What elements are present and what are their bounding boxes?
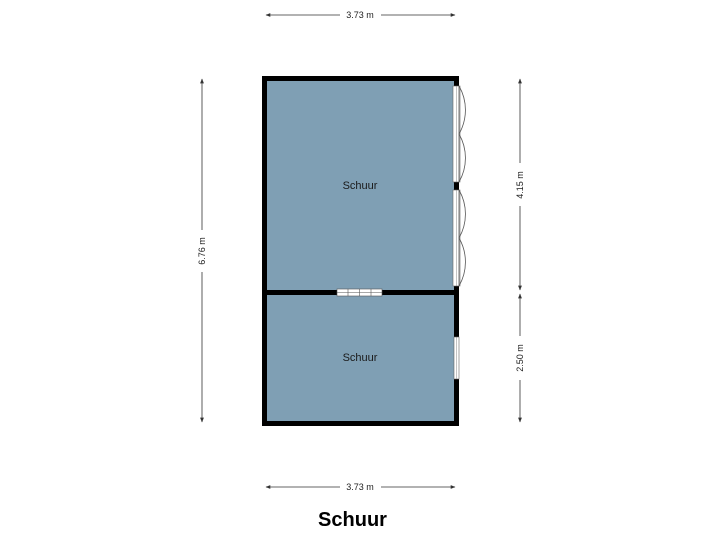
dimension-left: 6.76 m xyxy=(197,78,207,423)
interior-opening xyxy=(336,288,383,297)
window-lower-right xyxy=(453,336,460,380)
room-label-upper: Schuur xyxy=(343,180,378,192)
door-lower-right xyxy=(452,189,466,287)
dimension-right-upper: 4.15 m xyxy=(515,78,525,291)
room-lower-floor xyxy=(265,295,456,422)
dimension-left-label: 6.76 m xyxy=(197,237,207,265)
door-upper-right xyxy=(452,85,466,183)
dimension-top-label: 3.73 m xyxy=(346,10,374,20)
dimension-right-upper-label: 4.15 m xyxy=(515,171,525,199)
room-upper-floor xyxy=(265,80,456,291)
room-label-lower: Schuur xyxy=(343,352,378,364)
dimension-right-lower-label: 2.50 m xyxy=(515,344,525,372)
dimension-bottom-label: 3.73 m xyxy=(346,482,374,492)
dimension-right-lower: 2.50 m xyxy=(515,293,525,423)
dimension-bottom: 3.73 m xyxy=(265,482,456,492)
dimension-top: 3.73 m xyxy=(265,10,456,20)
plan-title: Schuur xyxy=(318,509,387,531)
